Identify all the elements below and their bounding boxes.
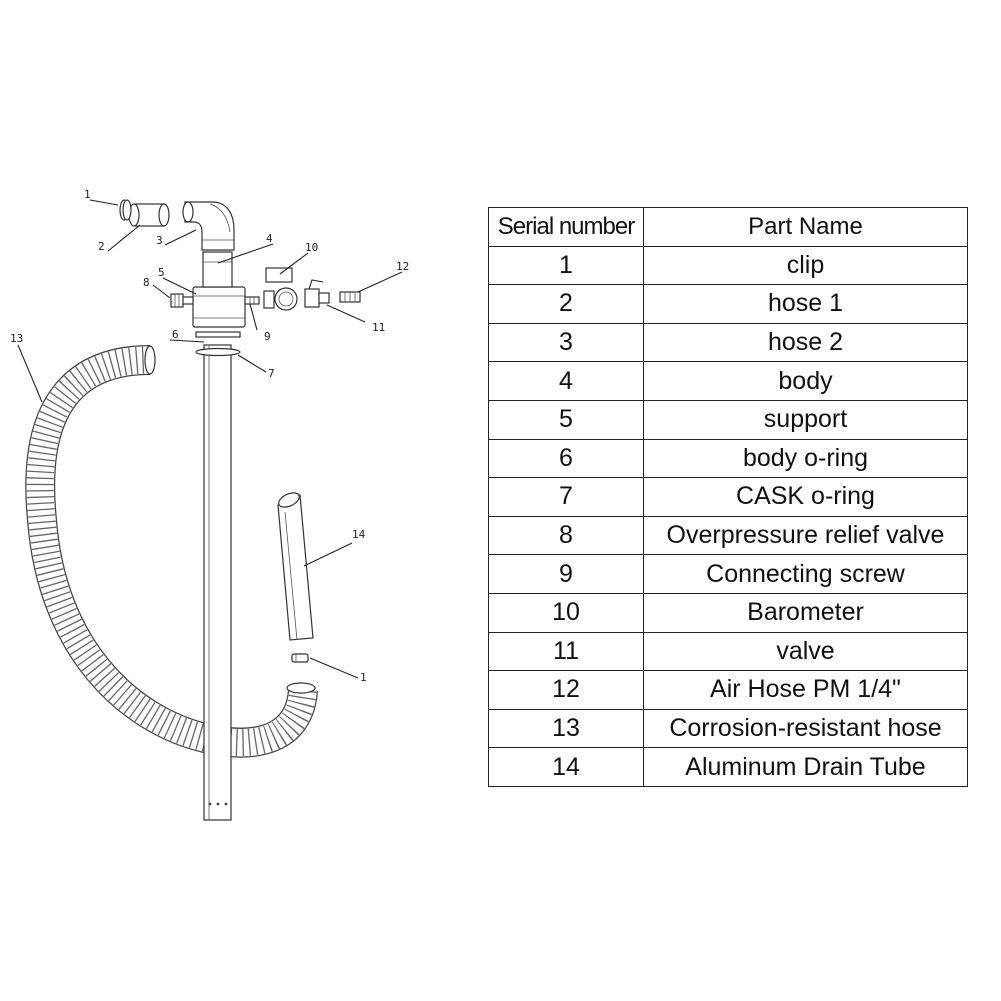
leader-lines [17, 199, 403, 679]
clip-bottom [291, 653, 309, 663]
part-name-cell: valve [643, 631, 968, 672]
part-name-cell: Connecting screw [643, 554, 968, 594]
part-name-cell: CASK o-ring [643, 477, 968, 517]
table-row: 14 Aluminum Drain Tube [488, 747, 968, 787]
serial-cell: 3 [488, 322, 644, 363]
serial-number-header: Serial number [488, 207, 644, 247]
part-name-cell: hose 2 [643, 322, 968, 363]
main-pipe [203, 344, 232, 821]
callout-13: 13 [10, 332, 23, 345]
serial-cell: 6 [488, 438, 644, 479]
table-row: 10 Barometer [488, 592, 968, 633]
serial-cell: 1 [488, 245, 644, 286]
serial-cell: 7 [488, 477, 644, 517]
valve [304, 279, 330, 308]
serial-cell: 14 [488, 747, 644, 787]
corrugated-hose [25, 345, 318, 758]
callout-2: 2 [98, 240, 105, 253]
parts-table: Serial number Part Name 1 clip 2 hose 1 … [488, 207, 968, 787]
callout-12: 12 [396, 260, 409, 273]
air-hose-fitting [339, 291, 361, 303]
table-row: 1 clip [488, 245, 968, 286]
table-row: 9 Connecting screw [488, 554, 968, 594]
part-name-cell: support [643, 399, 968, 440]
callout-14: 14 [352, 528, 366, 541]
part-name-cell: Air Hose PM 1/4" [643, 670, 968, 710]
drain-tube [277, 492, 314, 641]
callout-1: 1 [84, 188, 91, 201]
relief-valve [170, 293, 194, 308]
table-row: 11 valve [488, 631, 968, 672]
table-row: 6 body o-ring [488, 438, 968, 479]
serial-cell: 5 [488, 399, 644, 440]
part-name-cell: Aluminum Drain Tube [643, 747, 968, 787]
table-row: 4 body [488, 361, 968, 401]
callout-8: 8 [143, 276, 150, 289]
table-row: 8 Overpressure relief valve [488, 515, 968, 556]
connecting-screw [244, 296, 260, 305]
callout-5: 5 [158, 266, 165, 279]
part-name-cell: hose 1 [643, 284, 968, 324]
exploded-parts-diagram: 1 2 3 4 5 6 7 8 9 10 11 12 13 14 1 [0, 0, 470, 1001]
table-row: 3 hose 2 [488, 322, 968, 363]
elbow-hose-2 [182, 201, 235, 251]
clip-top [119, 199, 132, 221]
body-o-ring [195, 331, 241, 338]
serial-cell: 9 [488, 554, 644, 594]
serial-cell: 10 [488, 592, 644, 633]
part-name-header: Part Name [643, 207, 968, 247]
support [192, 286, 246, 328]
part-name-cell: body o-ring [643, 438, 968, 479]
cask-o-ring [195, 347, 241, 357]
barometer [263, 267, 298, 311]
callout-10: 10 [305, 241, 318, 254]
serial-cell: 11 [488, 631, 644, 672]
serial-cell: 8 [488, 515, 644, 556]
hose-1 [128, 203, 170, 227]
callout-labels: 1 2 3 4 5 6 7 8 9 10 11 12 13 14 1 [10, 188, 409, 684]
serial-cell: 4 [488, 361, 644, 401]
part-name-cell: body [643, 361, 968, 401]
callout-11: 11 [372, 321, 385, 334]
callout-9: 9 [264, 330, 271, 343]
callout-4: 4 [266, 232, 273, 245]
serial-cell: 12 [488, 670, 644, 710]
callout-6: 6 [172, 328, 179, 341]
part-name-cell: Overpressure relief valve [643, 515, 968, 556]
part-name-cell: Corrosion-resistant hose [643, 708, 968, 749]
serial-cell: 13 [488, 708, 644, 749]
table-row: 7 CASK o-ring [488, 477, 968, 517]
body-tube [202, 251, 233, 288]
table-row: 5 support [488, 399, 968, 440]
serial-cell: 2 [488, 284, 644, 324]
table-header-row: Serial number Part Name [488, 207, 968, 247]
part-name-cell: Barometer [643, 592, 968, 633]
table-row: 12 Air Hose PM 1/4" [488, 670, 968, 710]
callout-3: 3 [156, 234, 163, 247]
table-row: 13 Corrosion-resistant hose [488, 708, 968, 749]
callout-1-bottom: 1 [360, 671, 367, 684]
part-name-cell: clip [643, 245, 968, 286]
callout-7: 7 [268, 367, 275, 380]
table-row: 2 hose 1 [488, 284, 968, 324]
